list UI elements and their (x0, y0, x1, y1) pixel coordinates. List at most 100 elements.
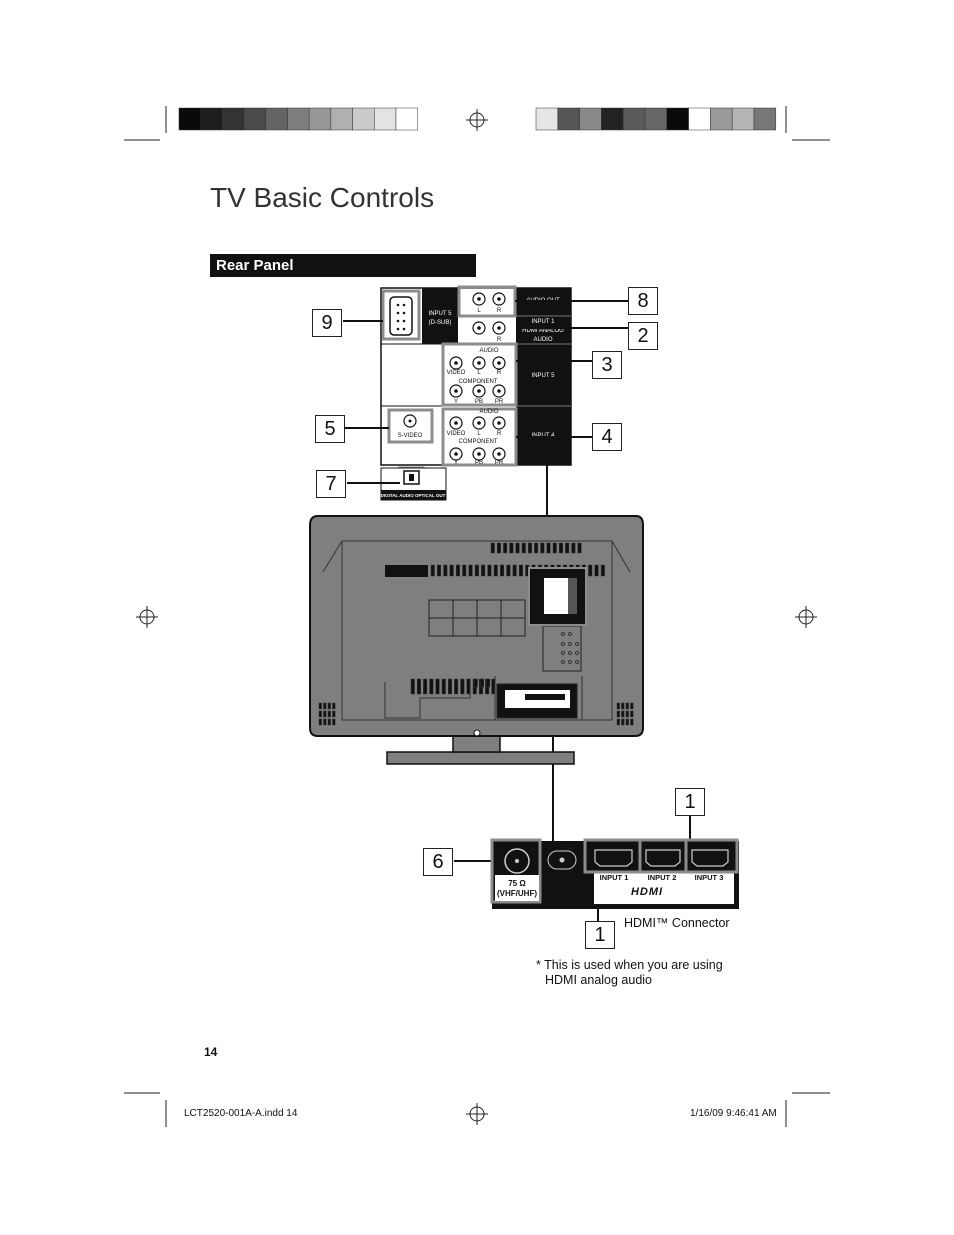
vent-slot (565, 542, 570, 554)
vent-slot (621, 710, 625, 718)
label-y-in4: Y (454, 460, 458, 466)
vent-slot (503, 542, 508, 554)
vent-slot (512, 564, 517, 577)
label-video-in5: VIDEO (447, 370, 466, 376)
vent-slot (318, 710, 322, 718)
vent-slot (518, 564, 523, 577)
vent-slot (462, 564, 467, 577)
label-video-in4: VIDEO (447, 431, 466, 437)
vent-slot (327, 710, 331, 718)
asterisk-note-line2: HDMI analog audio (545, 973, 653, 987)
vent-slot (500, 564, 505, 577)
vent-slot (490, 542, 495, 554)
vent-slot (630, 702, 634, 710)
vent-slot (474, 564, 479, 577)
callout-2: 2 (628, 322, 658, 350)
vent-slot (437, 564, 442, 577)
vent-slot (515, 542, 520, 554)
label-r-hdmi: R (497, 337, 502, 343)
vent-slot (323, 718, 327, 726)
vent-slot (588, 564, 593, 577)
vent-slot (327, 702, 331, 710)
vent-slot (410, 678, 415, 695)
label-pb-in4: PB (475, 460, 483, 466)
callout-9: 9 (312, 309, 342, 337)
vent-slot (616, 710, 620, 718)
vent-slot (454, 678, 459, 695)
vent-slot (621, 702, 625, 710)
calibration-swatch (753, 107, 777, 131)
vent-slot (621, 718, 625, 726)
label-hdmi-input3: INPUT 3 (695, 873, 724, 882)
label-pr-in4: PR (495, 460, 504, 466)
vent-slot (630, 710, 634, 718)
vent-slot (423, 678, 428, 695)
vent-slot (318, 702, 322, 710)
vent-slot (577, 542, 582, 554)
label-y-in5: Y (454, 399, 458, 405)
vent-slot (616, 718, 620, 726)
callout-7: 7 (316, 470, 346, 498)
vent-slot (429, 678, 434, 695)
vent-slot (486, 678, 491, 688)
label-input5: INPUT 5 (532, 373, 556, 379)
callout-3: 3 (592, 351, 622, 379)
label-hdmi-input1: INPUT 1 (600, 873, 629, 882)
callout-6: 6 (423, 848, 453, 876)
label-l-in4: L (477, 431, 481, 437)
label-component-in5: COMPONENT (459, 379, 498, 385)
bottom-jack-panel: 75 Ω (VHF/UHF) INPUT 1 INPUT 2 INPUT 3 H… (490, 838, 739, 909)
vent-slot (441, 678, 446, 695)
calibration-swatch (395, 107, 418, 131)
vent-slot (571, 542, 576, 554)
upper-jack-panel: INPUT 5 (D-SUB) AUDIO OUT INPUT 1 HDMI A… (380, 285, 572, 501)
label-audio-in4: AUDIO (479, 409, 498, 415)
vent-slot (460, 678, 465, 695)
label-dsub: (D-SUB) (429, 320, 452, 326)
vent-slot (449, 564, 454, 577)
vent-slot (558, 542, 563, 554)
callout-4: 4 (592, 423, 622, 451)
label-component-in4: COMPONENT (459, 439, 498, 445)
label-r-in5: R (497, 370, 502, 376)
vent-slot (416, 678, 421, 695)
tv-rear-illustration (309, 515, 644, 765)
vent-slot (552, 542, 557, 554)
vent-slot (323, 702, 327, 710)
label-antenna-ohm: 75 Ω (508, 879, 526, 888)
vent-slot (527, 542, 532, 554)
vent-slot (468, 564, 473, 577)
label-audio-word: AUDIO (533, 337, 552, 343)
section-header-rear-panel: Rear Panel (210, 254, 476, 277)
asterisk-note-line1: * This is used when you are using (536, 958, 723, 972)
vent-slot (493, 564, 498, 577)
vent-slot (625, 718, 629, 726)
vent-slot (487, 564, 492, 577)
callout-5: 5 (315, 415, 345, 443)
vent-slot (318, 718, 322, 726)
vent-slot (600, 564, 605, 577)
label-input5-dsub: INPUT 5 (429, 311, 453, 317)
page-number: 14 (204, 1045, 218, 1059)
vent-slot (332, 718, 336, 726)
label-r-in4: R (497, 431, 502, 437)
vent-slot (473, 678, 478, 688)
vent-slot (430, 564, 435, 577)
callout-1-top: 1 (675, 788, 705, 816)
vent-slot (481, 564, 486, 577)
label-optical: DIGITAL AUDIO OPTICAL OUT (381, 493, 446, 498)
vent-slot (546, 542, 551, 554)
vent-slot (455, 564, 460, 577)
vent-slot (332, 710, 336, 718)
vent-slot (327, 718, 331, 726)
vent-slot (509, 542, 514, 554)
vent-slot (594, 564, 599, 577)
label-hdmi-analog: HDMI ANALOG (522, 328, 564, 334)
label-l-in5: L (477, 370, 481, 376)
vent-slot (435, 678, 440, 695)
label-s-video: S-VIDEO (398, 433, 423, 439)
hdmi-connector-caption: HDMI™ Connector (624, 916, 730, 930)
vent-slot (479, 678, 484, 688)
